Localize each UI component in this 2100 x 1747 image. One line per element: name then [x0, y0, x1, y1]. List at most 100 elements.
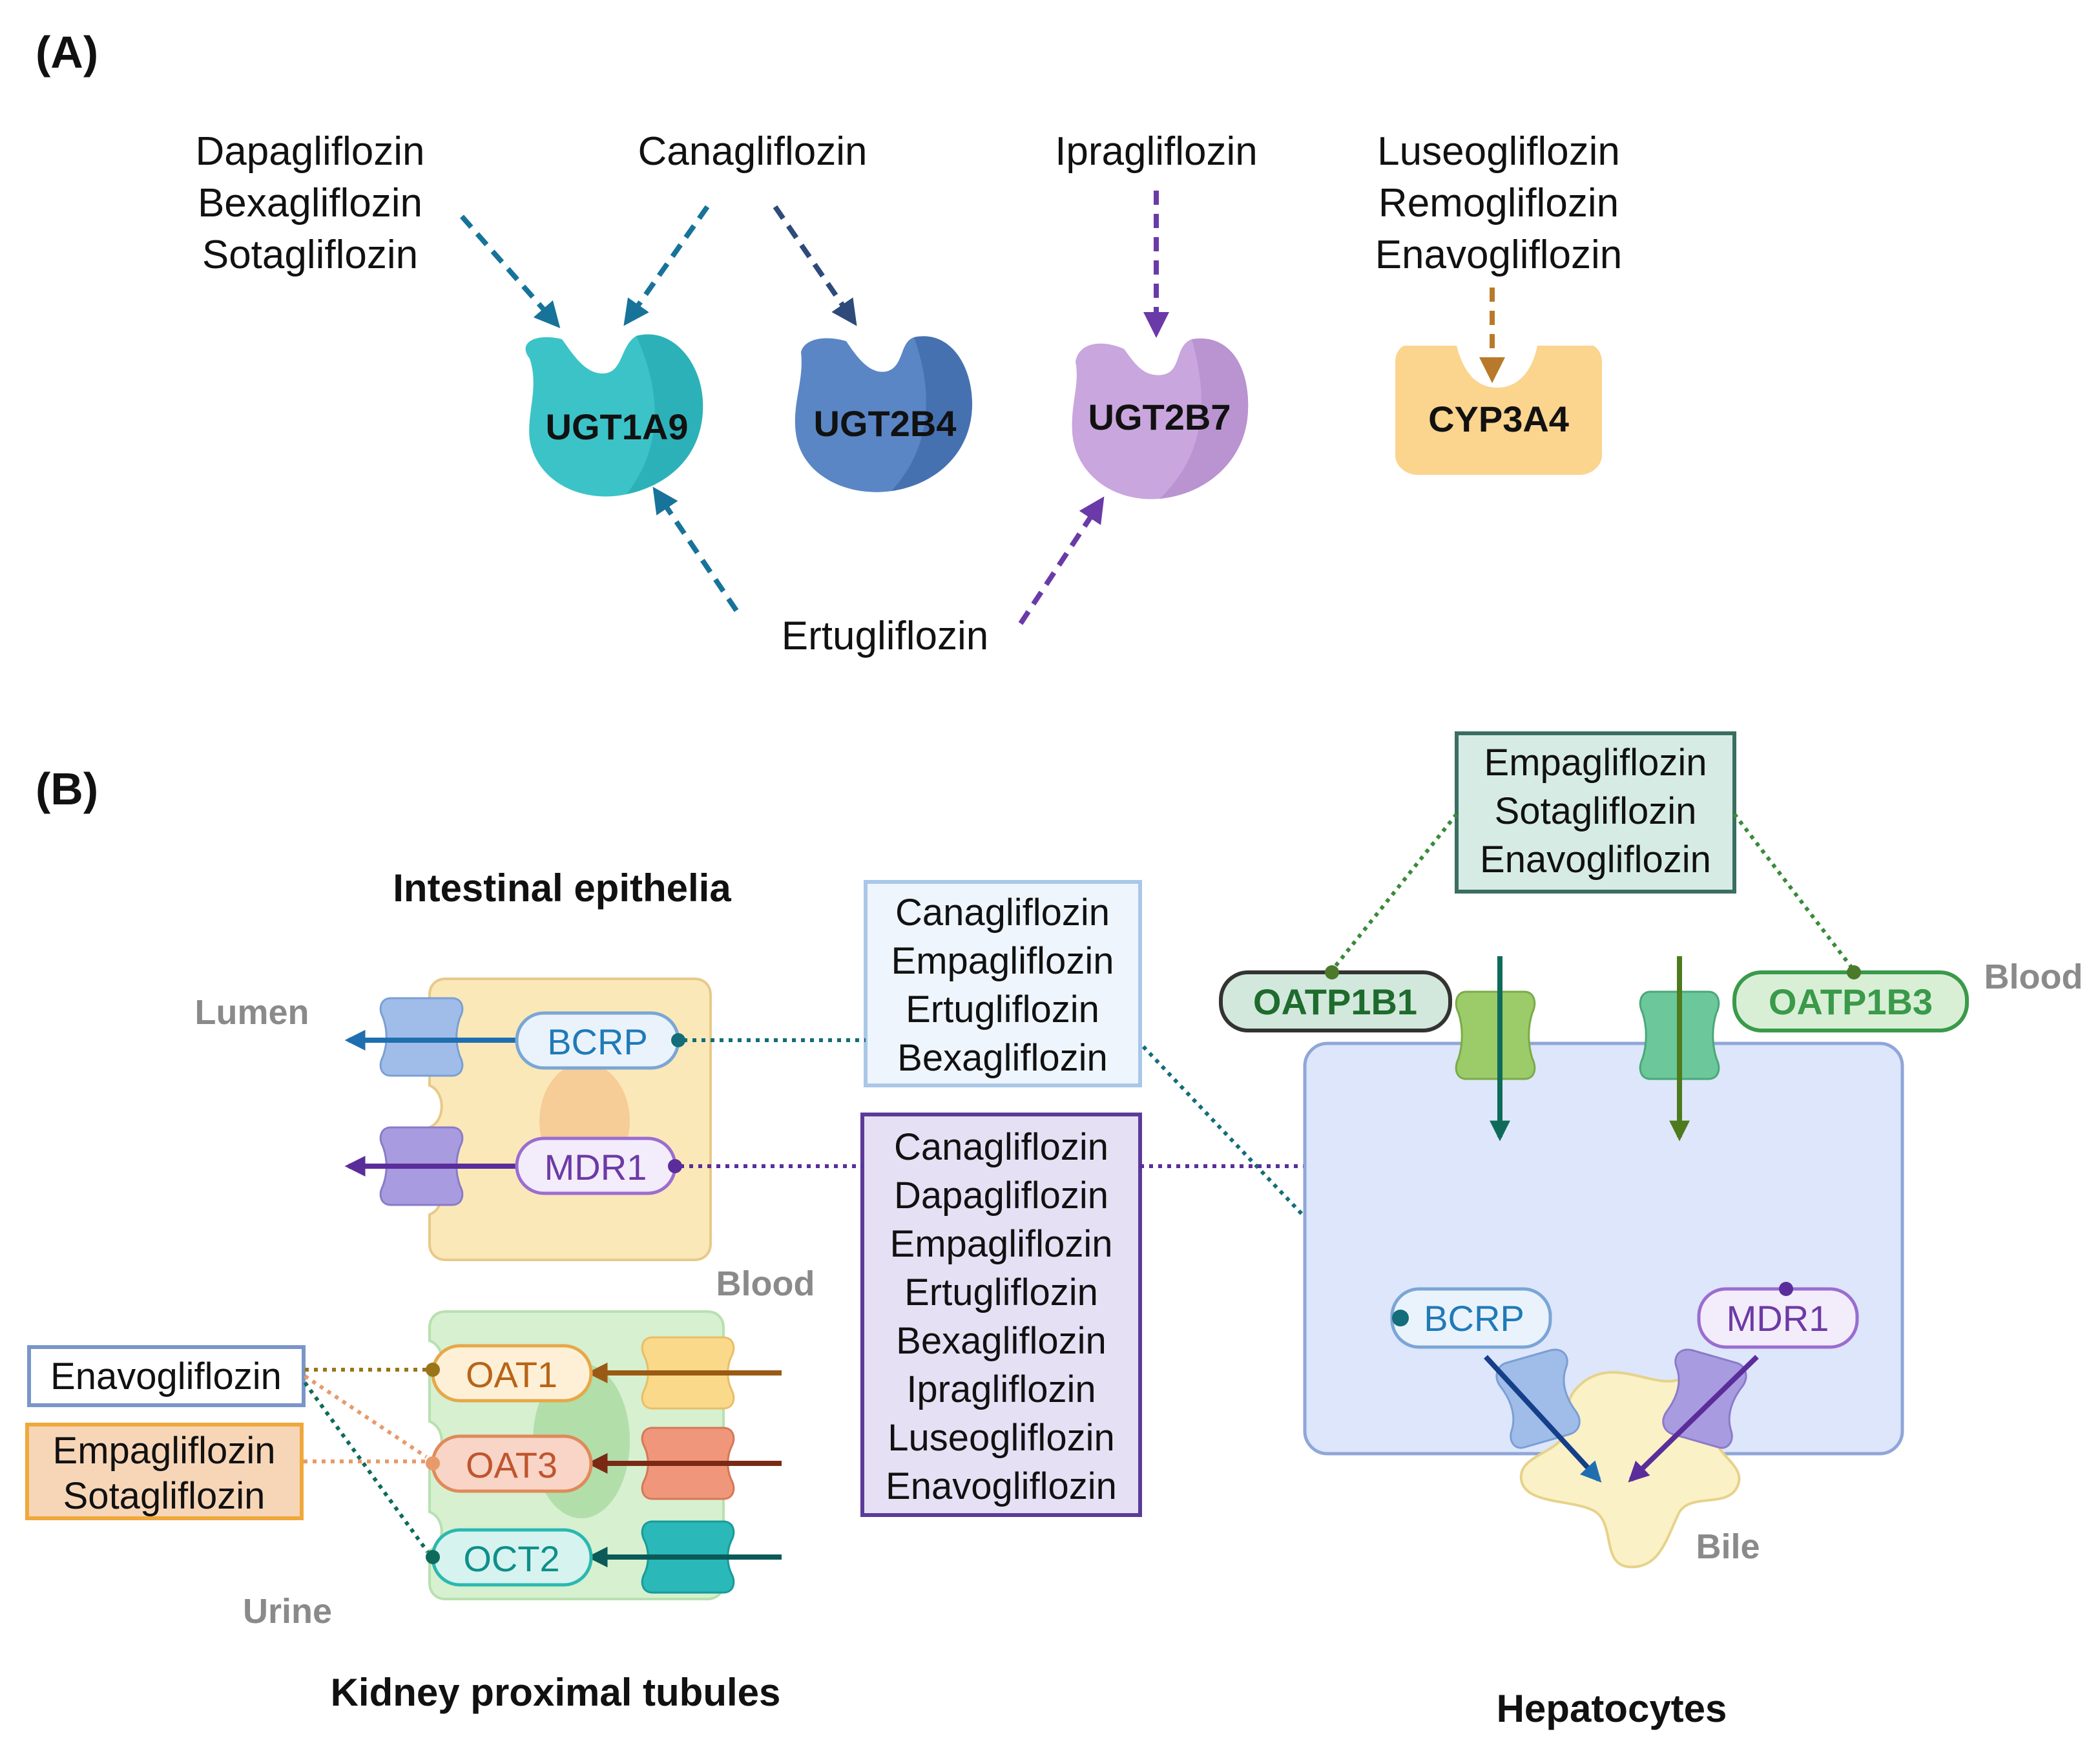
arrow-cana-to-ugt2b4 [773, 205, 857, 326]
arrow-cana-to-ugt1a9 [623, 205, 710, 326]
drug-luseogliflozin: Luseogliflozin [1377, 129, 1620, 174]
kidney-substrate-enavogliflozin: Enavogliflozin [50, 1355, 282, 1397]
mdr1-substrate-0: Canagliflozin [894, 1126, 1108, 1168]
bcrp-substrate-2: Ertugliflozin [906, 989, 1099, 1030]
kidney-substrates-frame-1 [27, 1345, 306, 1407]
intestinal-mdr1-connector-dot [668, 1159, 682, 1173]
enzyme-shade-ugt2b4 [891, 336, 972, 491]
mdr1-substrates-frame [860, 1113, 1142, 1517]
enzyme-ugt2b4: UGT2B4 [795, 336, 972, 492]
mdr1-substrate-6: Luseogliflozin [888, 1417, 1114, 1459]
intestinal-bcrp-label: BCRP [547, 1021, 648, 1062]
drug-dapagliflozin: Dapagliflozin [196, 129, 425, 174]
panel-a-arrows [459, 191, 1505, 625]
enzyme-shape-cyp3a4 [1395, 346, 1602, 475]
mdr1-substrates-box: Canagliflozin Dapagliflozin Empagliflozi… [860, 1113, 1142, 1517]
panel-a-label: (A) [36, 27, 98, 78]
oatp1b1-connector-dot [1325, 965, 1339, 979]
intestinal-bcrp-connector-dot [671, 1033, 685, 1047]
intestinal-bcrp-transporter: BCRP [344, 997, 685, 1077]
liver-mdr1-efflux-arrow [1628, 1355, 1759, 1483]
liver-bcrp-efflux-arrow [1484, 1355, 1602, 1483]
drug-sotagliflozin: Sotagliflozin [202, 233, 418, 277]
oct2-transporter: OCT2 [426, 1520, 782, 1594]
oatp1b3-connector-dot [1847, 965, 1861, 979]
intestinal-mdr1-label: MDR1 [545, 1147, 647, 1187]
arrow-ertu-to-ugt2b7 [1018, 496, 1105, 625]
enzyme-label-ugt1a9: UGT1A9 [546, 406, 689, 447]
liver-bcrp: BCRP [1390, 1287, 1552, 1349]
bcrp-substrates-frame [864, 880, 1142, 1087]
drug-canagliflozin: Canagliflozin [638, 129, 868, 174]
liver-blood-label: Blood [1984, 957, 2083, 996]
connector-enavo-oat3 [304, 1374, 428, 1459]
connector-enavo-oct2 [303, 1381, 430, 1553]
kidney-substrate-sotagliflozin: Sotagliflozin [63, 1475, 265, 1517]
bcrp-substrate-3: Bexagliflozin [897, 1037, 1108, 1079]
kidney-substrates-box-1: Enavogliflozin [27, 1345, 306, 1407]
connector-oatp1b1 [1330, 813, 1459, 972]
urine-label: Urine [243, 1592, 332, 1631]
oat3-transporter: OAT3 [426, 1427, 782, 1500]
kidney-connectors [303, 1368, 430, 1553]
arrow-dapa-to-ugt1a9 [459, 214, 561, 329]
liver-bcrp-protein [1495, 1348, 1581, 1449]
mdr1-substrate-7: Enavogliflozin [886, 1465, 1117, 1507]
connector-oatp1b3 [1732, 813, 1856, 972]
oat3-connector-dot [426, 1456, 440, 1470]
oatp-substrate-1: Sotagliflozin [1495, 790, 1697, 832]
oatp-connectors [1330, 813, 1856, 972]
oatp1b1-protein [1455, 990, 1536, 1080]
intestine-blood-label: Blood [716, 1264, 815, 1303]
intestinal-bcrp-protein [379, 997, 464, 1077]
mdr1-substrate-4: Bexagliflozin [896, 1320, 1107, 1362]
hepatocytes-title: Hepatocytes [1497, 1687, 1727, 1730]
oatp-substrates-frame [1455, 731, 1736, 894]
oct2-connector-dot [426, 1550, 440, 1564]
oatp-substrates-box: Empagliflozin Sotagliflozin Enavoglifloz… [1455, 731, 1736, 894]
bcrp-substrate-0: Canagliflozin [895, 892, 1110, 934]
oatp1b1-label: OATP1B1 [1253, 981, 1417, 1022]
oat1-connector-dot [426, 1363, 440, 1377]
mdr1-substrate-5: Ipragliflozin [906, 1368, 1096, 1410]
liver-mdr1-protein [1662, 1348, 1747, 1449]
enzyme-shade-ugt2b7 [1159, 338, 1249, 499]
enzyme-ugt2b7: UGT2B7 [1072, 338, 1249, 499]
bcrp-substrate-1: Empagliflozin [891, 940, 1114, 982]
enzyme-cyp3a4: CYP3A4 [1395, 346, 1602, 475]
oatp1b3-label: OATP1B3 [1769, 981, 1933, 1022]
kidney-substrates-box-2: Empagliflozin Sotagliflozin [25, 1423, 304, 1520]
panel-a-drug-labels: Dapagliflozin Bexagliflozin Sotagliflozi… [196, 129, 1623, 658]
drug-ipragliflozin: Ipragliflozin [1055, 129, 1258, 174]
arrow-ertu-to-ugt1a9 [652, 486, 739, 612]
oatp1b1-transporter: OATP1B1 [1219, 956, 1536, 1142]
drug-ertugliflozin: Ertugliflozin [782, 614, 988, 658]
panel-b-label: (B) [36, 764, 98, 814]
drug-enavogliflozin: Enavogliflozin [1375, 233, 1623, 277]
bcrp-substrates-box: Canagliflozin Empagliflozin Ertugliflozi… [864, 880, 1142, 1087]
oatp1b3-transporter: OATP1B3 [1639, 956, 1969, 1142]
intestine-title: Intestinal epithelia [393, 866, 731, 910]
liver-mdr1-label: MDR1 [1727, 1298, 1829, 1339]
liver-bcrp-connector-dot [1392, 1310, 1409, 1326]
liver-bcrp-label: BCRP [1424, 1298, 1524, 1339]
enzyme-label-ugt2b7: UGT2B7 [1088, 397, 1231, 437]
bile-canaliculus [1484, 1348, 1759, 1569]
liver-mdr1-connector-dot [1779, 1282, 1793, 1296]
mdr1-substrate-2: Empagliflozin [890, 1223, 1113, 1265]
kidney-substrates-frame-2 [25, 1423, 304, 1520]
oat3-label: OAT3 [466, 1445, 557, 1485]
drug-remogliflozin: Remogliflozin [1378, 181, 1619, 225]
oct2-label: OCT2 [463, 1538, 559, 1579]
enzyme-label-cyp3a4: CYP3A4 [1428, 399, 1569, 439]
liver-mdr1-pill [1697, 1287, 1859, 1349]
lumen-label: Lumen [194, 993, 309, 1032]
oat1-transporter: OAT1 [426, 1336, 782, 1410]
oat1-label: OAT1 [466, 1354, 557, 1395]
intestinal-mdr1-transporter: MDR1 [344, 1126, 682, 1206]
mdr1-substrate-1: Dapagliflozin [894, 1175, 1108, 1217]
oatp-substrate-2: Enavogliflozin [1480, 839, 1711, 881]
enzyme-label-ugt2b4: UGT2B4 [814, 403, 957, 444]
